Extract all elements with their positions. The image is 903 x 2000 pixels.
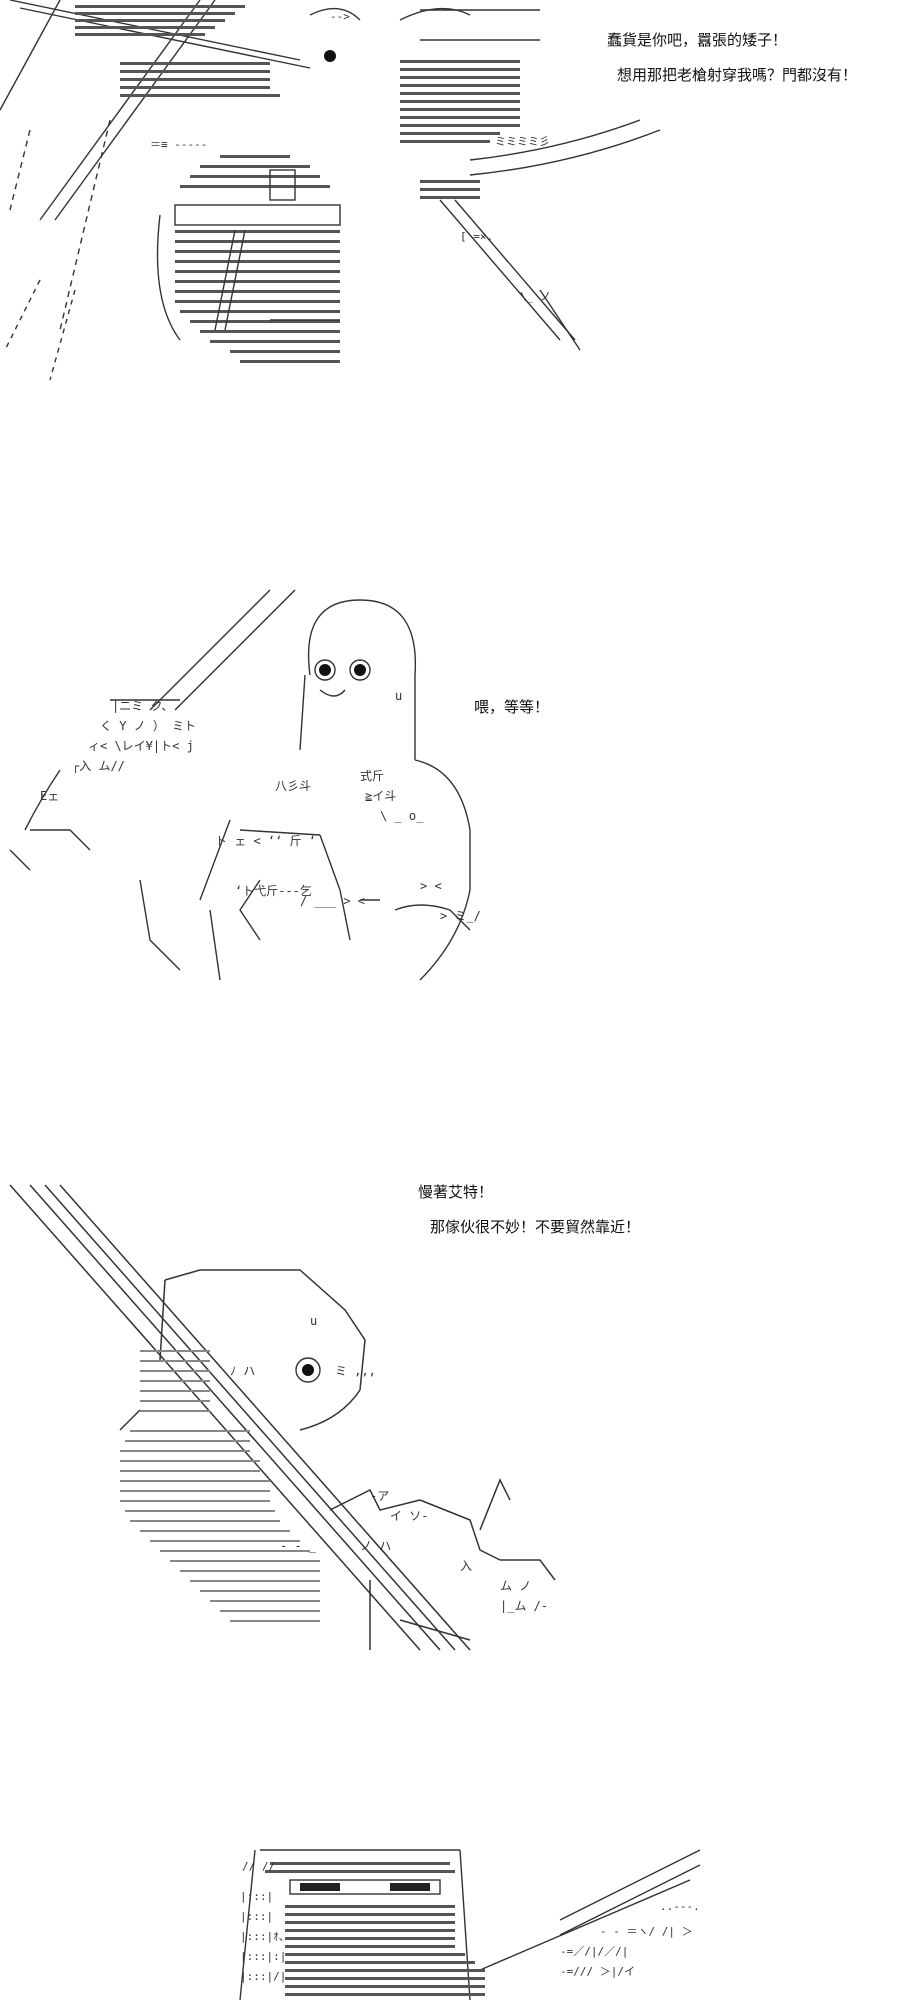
svg-text:入: 入	[460, 1559, 472, 1573]
svg-text:Eェ: Eェ	[40, 789, 59, 803]
panel-2: |ニミ ク、 く Y ノ ） ミト ィ< \レイ¥|ト< j ┌入 ム// Eェ…	[0, 580, 903, 1000]
panel-1-ascii-art: ＝≡ ‐‐‐‐‐ ‐‐> ミミミミ彡 [ =×. \_ ノ	[0, 0, 661, 381]
panel-3-line-1: 慢著艾特！	[418, 1183, 494, 1201]
panel-4: // // |:::| |:::| |:::|ｵ、 |:::|:| |:::|/…	[0, 1840, 903, 2000]
svg-text:八彡斗: 八彡斗	[275, 779, 311, 793]
svg-text:|:::|:|: |:::|:|	[240, 1950, 286, 1963]
panel-4-ascii-art: // // |:::| |:::| |:::|ｵ、 |:::|:| |:::|/…	[239, 1849, 701, 2000]
svg-text:> ミ_/: > ミ_/	[440, 909, 481, 923]
svg-text:ノ ハ: ノ ハ	[360, 1539, 391, 1553]
panel-1: ＝≡ ‐‐‐‐‐ ‐‐> ミミミミ彡 [ =×. \_ ノ 蠢貨是你吧，囂張的矮…	[0, 0, 903, 400]
svg-text:|:::|: |:::|	[240, 1890, 273, 1903]
svg-text:＝≡ ‐‐‐‐‐: ＝≡ ‐‐‐‐‐	[150, 138, 207, 151]
panel-2-line-1: 喂，等等！	[474, 698, 550, 716]
panel-1-line-2: 想用那把老槍射穿我嗎？門都沒有！	[617, 66, 858, 84]
svg-text:‐ ‐ _: ‐ ‐ _	[280, 1539, 317, 1553]
svg-text:ト ェ < ‘‘ 斤 ‘: ト ェ < ‘‘ 斤 ‘	[215, 834, 316, 848]
svg-text:‐‐>: ‐‐>	[330, 10, 350, 23]
svg-text:ィ< \レイ¥|ト< j: ィ< \レイ¥|ト< j	[88, 739, 194, 753]
svg-text:ミミミミ彡: ミミミミ彡	[495, 135, 550, 148]
svg-text:≧イ斗: ≧イ斗	[365, 789, 396, 803]
svg-text:┌入 ム//: ┌入 ム//	[72, 759, 125, 773]
svg-text:‐=／/|/／/|: ‐=／/|/／/|	[560, 1945, 628, 1958]
panel-3-ascii-art: u ﾉ ハ ミ ,,, ‐ア イ ソ‐ ノ ハ 入 ム ノ |_ム /‐ ‐ ‐…	[9, 1184, 556, 1651]
panel-3: u ﾉ ハ ミ ,,, ‐ア イ ソ‐ ノ ハ 入 ム ノ |_ム /‐ ‐ ‐…	[0, 1180, 903, 1660]
svg-text:// //: // //	[242, 1860, 275, 1873]
svg-text:\_ ノ: \_ ノ	[520, 290, 551, 303]
svg-text:|:::|/|: |:::|/|	[240, 1970, 286, 1983]
svg-text:ム ノ: ム ノ	[500, 1579, 531, 1593]
svg-text:式斤: 式斤	[360, 769, 384, 783]
svg-text:ﾉ ハ: ﾉ ハ	[230, 1364, 255, 1378]
panel-1-line-1: 蠢貨是你吧，囂張的矮子！	[607, 31, 788, 49]
svg-text:‘ト弋斤‐‐‐乞: ‘ト弋斤‐‐‐乞	[235, 884, 312, 898]
svg-text:|:::|: |:::|	[240, 1910, 273, 1923]
svg-text:イ ソ‐: イ ソ‐	[390, 1509, 428, 1523]
svg-text:‐=/// ＞|/イ: ‐=/// ＞|/イ	[560, 1965, 635, 1978]
panel-2-ascii-art: |ニミ ク、 く Y ノ ） ミト ィ< \レイ¥|ト< j ┌入 ム// Eェ…	[9, 589, 481, 981]
svg-text:u: u	[310, 1314, 317, 1328]
svg-text:‐ア: ‐ア	[370, 1489, 389, 1503]
svg-text:く Y ノ ） ミト: く Y ノ ） ミト	[100, 719, 196, 733]
svg-text:> <: > <	[420, 879, 442, 893]
svg-text:ミ ,,,: ミ ,,,	[335, 1364, 376, 1378]
svg-text:|:::|ｵ、: |:::|ｵ、	[240, 1930, 290, 1943]
svg-text:|_ム /‐: |_ム /‐	[500, 1599, 548, 1613]
panel-3-line-2: 那傢伙很不妙！不要貿然靠近！	[430, 1218, 641, 1236]
svg-text:..‐‐‐.: ..‐‐‐.	[660, 1900, 700, 1913]
svg-text:|ニミ ク、: |ニミ ク、	[112, 699, 173, 713]
svg-text:‐ ‐ ＝ヽ/ /| ＞: ‐ ‐ ＝ヽ/ /| ＞	[600, 1925, 693, 1938]
svg-text:/ ___ > <: / ___ > <	[300, 894, 365, 908]
svg-text:u: u	[395, 689, 402, 703]
svg-text:\ _ o_: \ _ o_	[380, 809, 424, 823]
svg-text:[ =×.: [ =×.	[460, 230, 493, 243]
